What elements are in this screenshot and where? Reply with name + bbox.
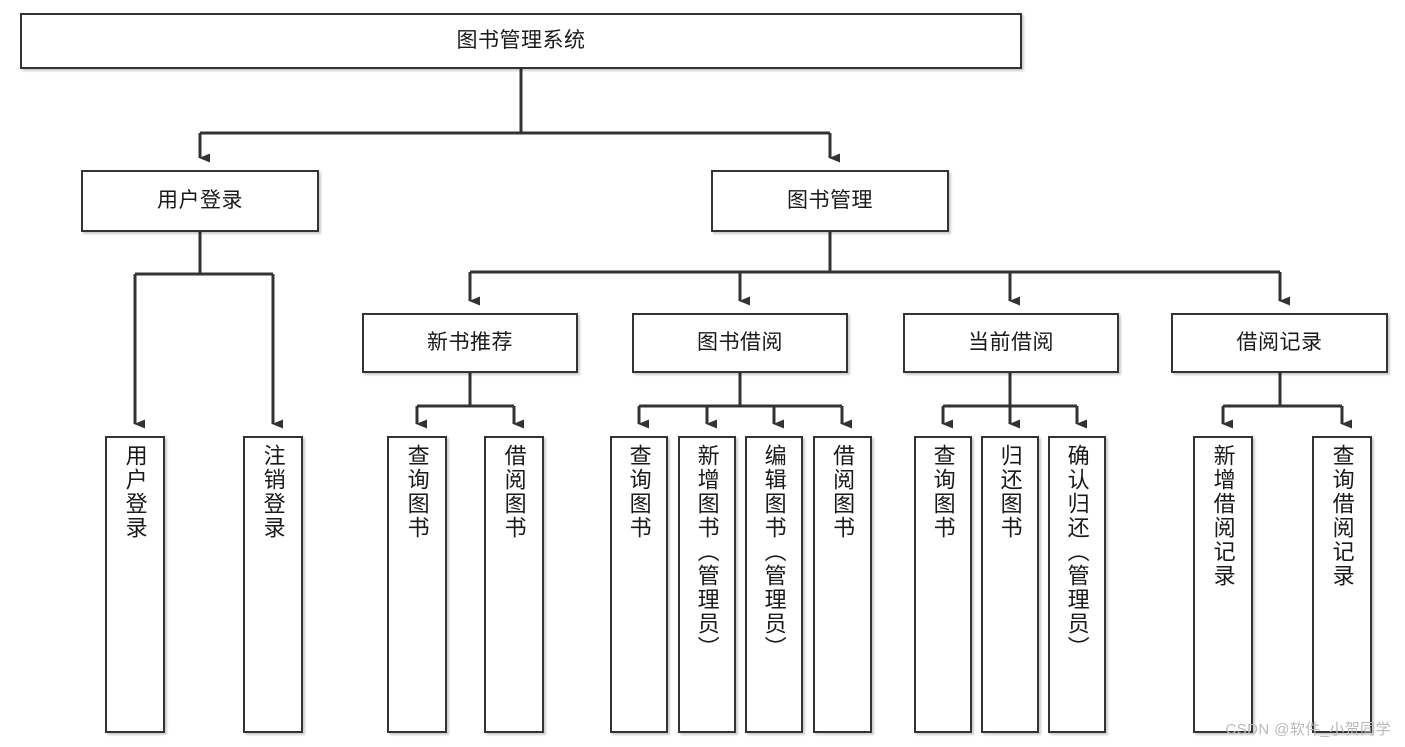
node-user-login-label: 用户登录 — [157, 189, 243, 213]
node-leaf-add-book-label: 新增图书（管理员） — [694, 444, 720, 660]
node-leaf-borrow-book[interactable]: 借阅图书 — [813, 436, 872, 733]
node-leaf-logout-label: 注销登录 — [260, 444, 286, 540]
node-borrow-record-label: 借阅记录 — [1236, 331, 1323, 355]
node-book-borrow[interactable]: 图书借阅 — [632, 313, 848, 373]
node-book-manage[interactable]: 图书管理 — [711, 170, 949, 232]
node-leaf-borrow-book-label: 借阅图书 — [830, 444, 856, 540]
node-user-login[interactable]: 用户登录 — [81, 170, 319, 232]
node-leaf-query-record-label: 查询借阅记录 — [1329, 444, 1355, 588]
node-leaf-query-record[interactable]: 查询借阅记录 — [1312, 436, 1372, 733]
node-root-label: 图书管理系统 — [456, 29, 586, 53]
node-book-manage-label: 图书管理 — [787, 189, 873, 213]
node-leaf-query-book-rec-label: 查询图书 — [404, 444, 430, 540]
node-new-book-rec[interactable]: 新书推荐 — [362, 313, 578, 373]
node-leaf-logout[interactable]: 注销登录 — [243, 436, 303, 733]
node-leaf-confirm-return-label: 确认归还（管理员） — [1064, 444, 1090, 660]
node-current-borrow-label: 当前借阅 — [968, 331, 1054, 355]
node-new-book-rec-label: 新书推荐 — [427, 331, 513, 355]
node-leaf-user-login[interactable]: 用户登录 — [105, 436, 165, 733]
node-leaf-query-book-borrow[interactable]: 查询图书 — [610, 436, 668, 733]
node-leaf-query-book-rec[interactable]: 查询图书 — [387, 436, 447, 733]
node-current-borrow[interactable]: 当前借阅 — [903, 313, 1119, 373]
node-leaf-confirm-return[interactable]: 确认归还（管理员） — [1048, 436, 1106, 733]
node-leaf-query-book-cur[interactable]: 查询图书 — [914, 436, 972, 733]
node-leaf-edit-book[interactable]: 编辑图书（管理员） — [745, 436, 803, 733]
node-leaf-edit-book-label: 编辑图书（管理员） — [761, 444, 787, 660]
node-leaf-add-record[interactable]: 新增借阅记录 — [1193, 436, 1253, 733]
node-leaf-query-book-borrow-label: 查询图书 — [626, 444, 652, 540]
node-leaf-borrow-book-rec-label: 借阅图书 — [501, 444, 527, 540]
node-book-borrow-label: 图书借阅 — [697, 331, 783, 355]
node-leaf-borrow-book-rec[interactable]: 借阅图书 — [484, 436, 544, 733]
node-leaf-return-book-label: 归还图书 — [997, 444, 1023, 540]
node-leaf-return-book[interactable]: 归还图书 — [981, 436, 1039, 733]
node-leaf-query-book-cur-label: 查询图书 — [930, 444, 956, 540]
node-root[interactable]: 图书管理系统 — [20, 13, 1022, 69]
node-leaf-add-record-label: 新增借阅记录 — [1210, 444, 1236, 588]
node-leaf-add-book[interactable]: 新增图书（管理员） — [678, 436, 736, 733]
csdn-watermark: CSDN @软件_小贺同学 — [1225, 721, 1391, 738]
node-borrow-record[interactable]: 借阅记录 — [1171, 313, 1388, 373]
node-leaf-user-login-label: 用户登录 — [122, 444, 148, 540]
